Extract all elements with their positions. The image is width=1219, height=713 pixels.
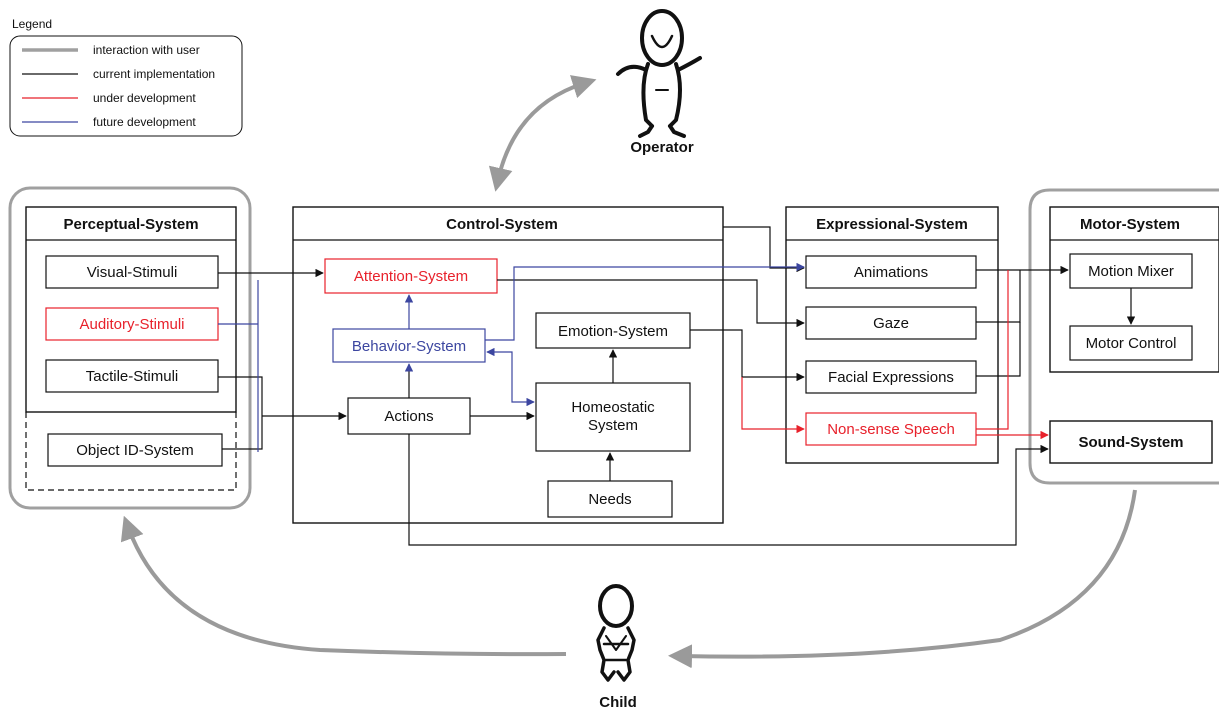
needs-box [547,480,673,518]
child-label: Child [599,694,637,711]
motor-interaction-frame [1028,188,1219,485]
non-sense-speech-label: Non-sense Speech [827,421,955,438]
expressional-system-title: Expressional-System [816,216,968,233]
legend-label-interaction: interaction with user [93,43,200,57]
motor-control-box [1069,325,1193,361]
tactile-stimuli-box [45,359,219,393]
robot-to-child-arrow [668,489,1137,669]
sound-system-title: Sound-System [1078,434,1183,451]
facial-expressions-box [805,360,977,394]
behavior-system-label: Behavior-System [352,338,466,355]
legend-title: Legend [12,17,52,31]
actions-box [347,397,471,435]
non-sense-speech-box [805,412,977,446]
homeostatic-system-label-line2: System [588,417,638,434]
perceptual-system-title: Perceptual-System [63,216,198,233]
attention-system-box [324,258,498,294]
auditory-stimuli-label: Auditory-Stimuli [79,316,184,333]
visual-stimuli-label: Visual-Stimuli [87,264,178,281]
behavior-system-box [332,328,486,363]
facial-expressions-label: Facial Expressions [828,369,954,386]
gaze-box [805,306,977,340]
legend-label-under-development: under development [93,91,196,105]
motion-mixer-box [1069,253,1193,289]
needs-label: Needs [588,491,631,508]
visual-stimuli-box [45,255,219,289]
legend-label-future: future development [93,115,196,129]
homeostatic-system-label-line1: Homeostatic [571,399,655,416]
object-id-dashed-frame [25,412,237,491]
motor-control-label: Motor Control [1086,335,1177,352]
tactile-stimuli-label: Tactile-Stimuli [86,368,179,385]
animations-box [805,255,977,289]
perceptual-interaction-frame [8,186,252,510]
actions-label: Actions [384,408,433,425]
child-to-perception-arrow [120,515,567,657]
object-id-system-box [47,433,223,467]
operator-figure [616,9,702,138]
object-id-system-label: Object ID-System [76,442,194,459]
emotion-system-label: Emotion-System [558,323,668,340]
emotion-system-box [535,312,691,349]
under-development-connectors [741,270,1049,440]
animations-label: Animations [854,264,928,281]
operator-label: Operator [630,139,694,156]
motor-system-title: Motor-System [1080,216,1180,233]
control-system-box [292,206,724,524]
child-figure [596,584,636,682]
current-connectors [218,226,1136,546]
homeostatic-system-box [535,382,691,452]
legend: Legend interaction with user current imp… [9,17,243,137]
future-connectors [218,262,805,452]
motion-mixer-label: Motion Mixer [1088,263,1174,280]
operator-interaction-arrow [488,75,597,192]
sound-system-box [1049,420,1213,464]
gaze-label: Gaze [873,315,909,332]
legend-label-current: current implementation [93,67,215,81]
legend-box [9,35,243,137]
attention-system-label: Attention-System [354,268,468,285]
control-system-title: Control-System [446,216,558,233]
